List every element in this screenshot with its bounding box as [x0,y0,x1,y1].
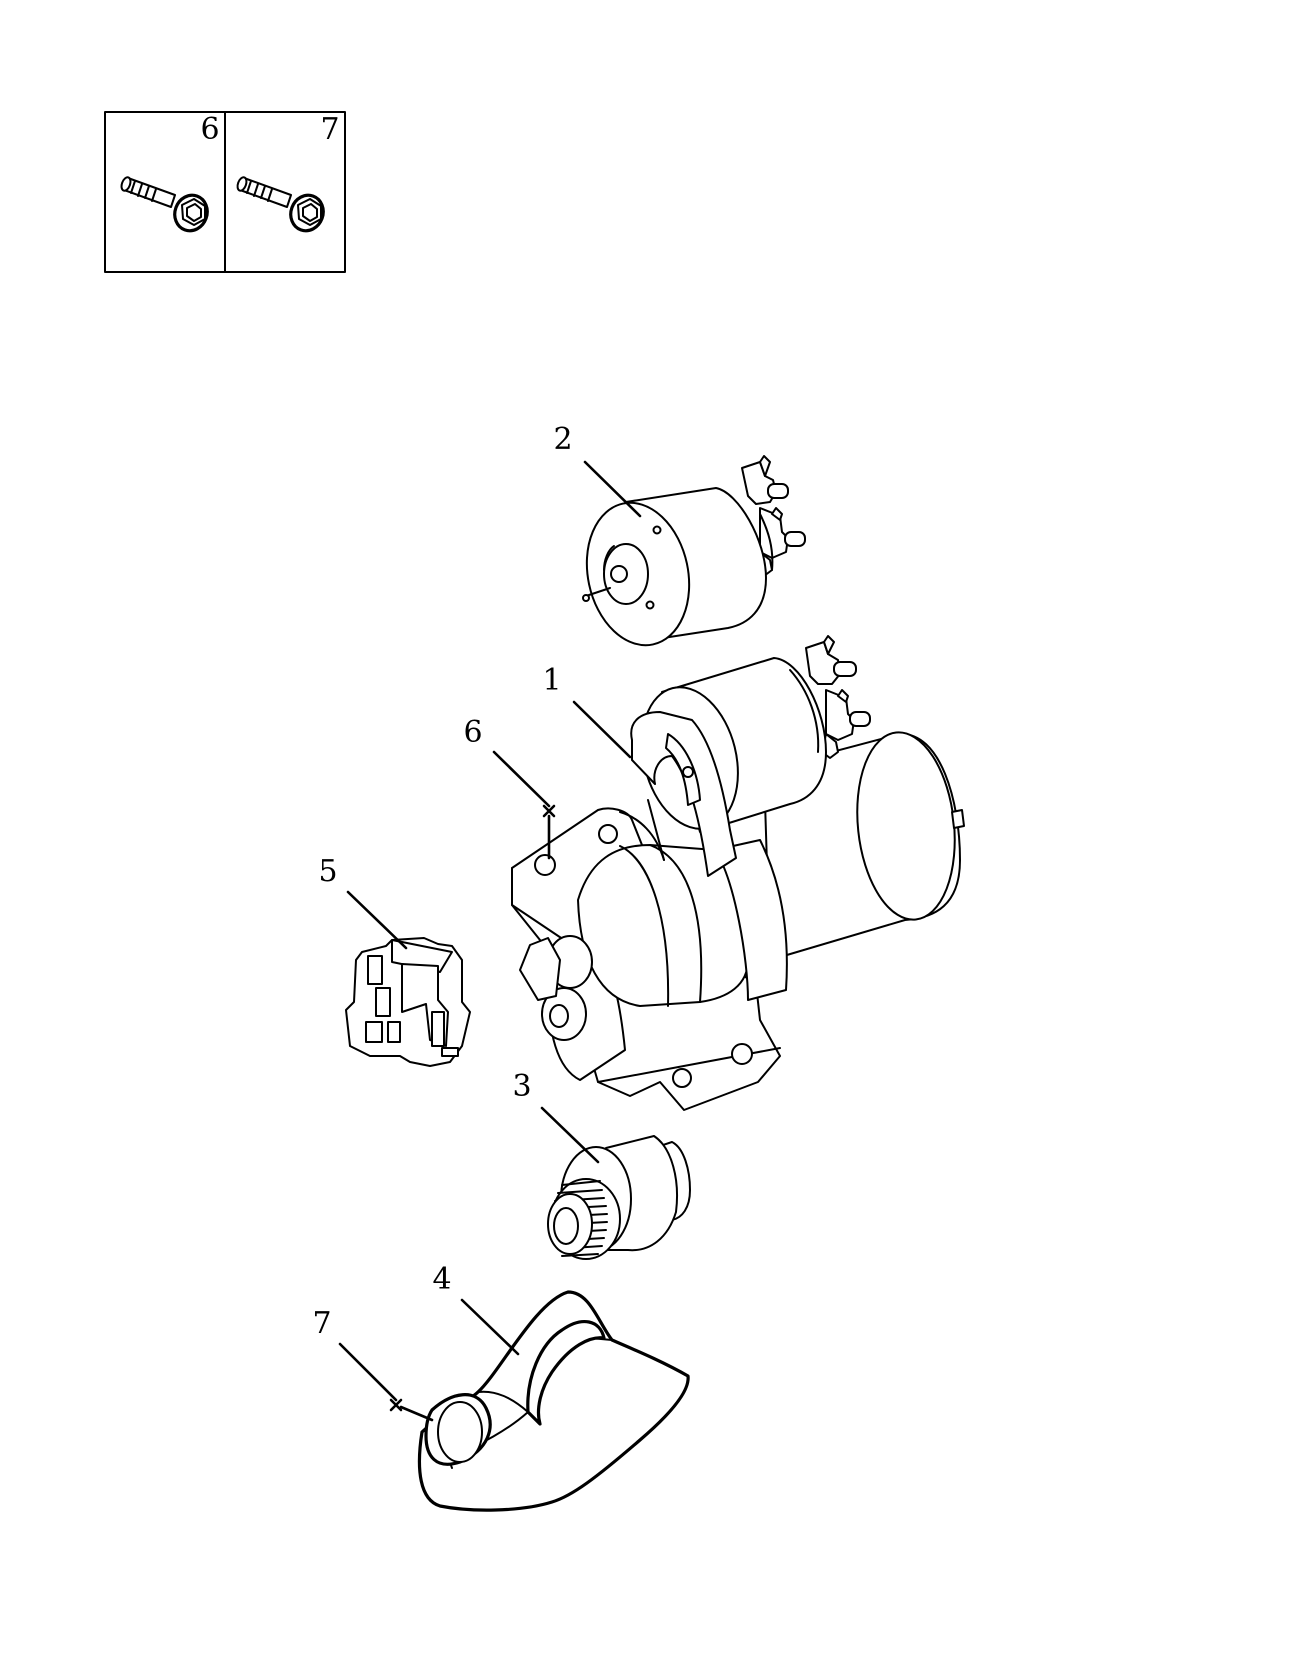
fastener-cross-marker [542,804,556,818]
callout-3: 3 [512,1069,600,1164]
callout-label: 5 [318,854,337,889]
leader-line [540,1106,600,1164]
callout-7: 7 [312,1306,434,1422]
callout-label: 2 [553,422,572,457]
callout-label: 6 [463,715,482,750]
connector-clip-part [345,937,471,1067]
solenoid-part [582,455,806,647]
leader-line [492,750,551,808]
fastener-legend-table: 6 7 [104,111,346,273]
fastener-cross-marker [389,1398,403,1412]
leader-line [572,700,632,759]
callout-label: 1 [542,663,561,698]
starter-motor-part [511,635,965,1111]
legend-cell-number: 6 [200,112,219,147]
flange-bolt-icon [120,176,209,233]
fastener-axis-line [399,1405,434,1422]
callout-label: 7 [312,1306,331,1341]
callout-4: 4 [432,1262,520,1356]
flange-bolt-icon [236,176,325,233]
callout-6: 6 [463,715,556,860]
legend-cell-number: 7 [320,112,339,147]
leader-line [338,1342,398,1402]
drive-pinion-part [547,1135,691,1260]
callout-1: 1 [542,663,632,759]
leader-line [583,460,642,518]
heat-shield-part [417,1290,690,1512]
leader-line [460,1298,520,1356]
callout-label: 4 [432,1262,451,1297]
callout-5: 5 [318,854,408,950]
leader-line [346,890,408,950]
callout-2: 2 [553,422,642,518]
callout-label: 3 [512,1069,531,1104]
